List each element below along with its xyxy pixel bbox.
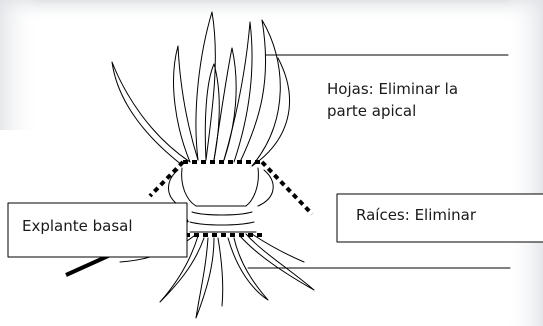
right-diagonal-cut (262, 162, 312, 214)
basal-plate (182, 168, 259, 232)
explante-label: Explante basal (22, 215, 133, 237)
hojas-label: Hojas: Eliminar la parte apical (327, 78, 458, 122)
hojas-label-line1: Hojas: Eliminar la (327, 78, 458, 100)
hojas-label-line2: parte apical (327, 100, 458, 122)
raices-label: Raíces: Eliminar (356, 204, 476, 226)
left-diagonal-cut (150, 162, 183, 196)
leaves (112, 12, 290, 206)
